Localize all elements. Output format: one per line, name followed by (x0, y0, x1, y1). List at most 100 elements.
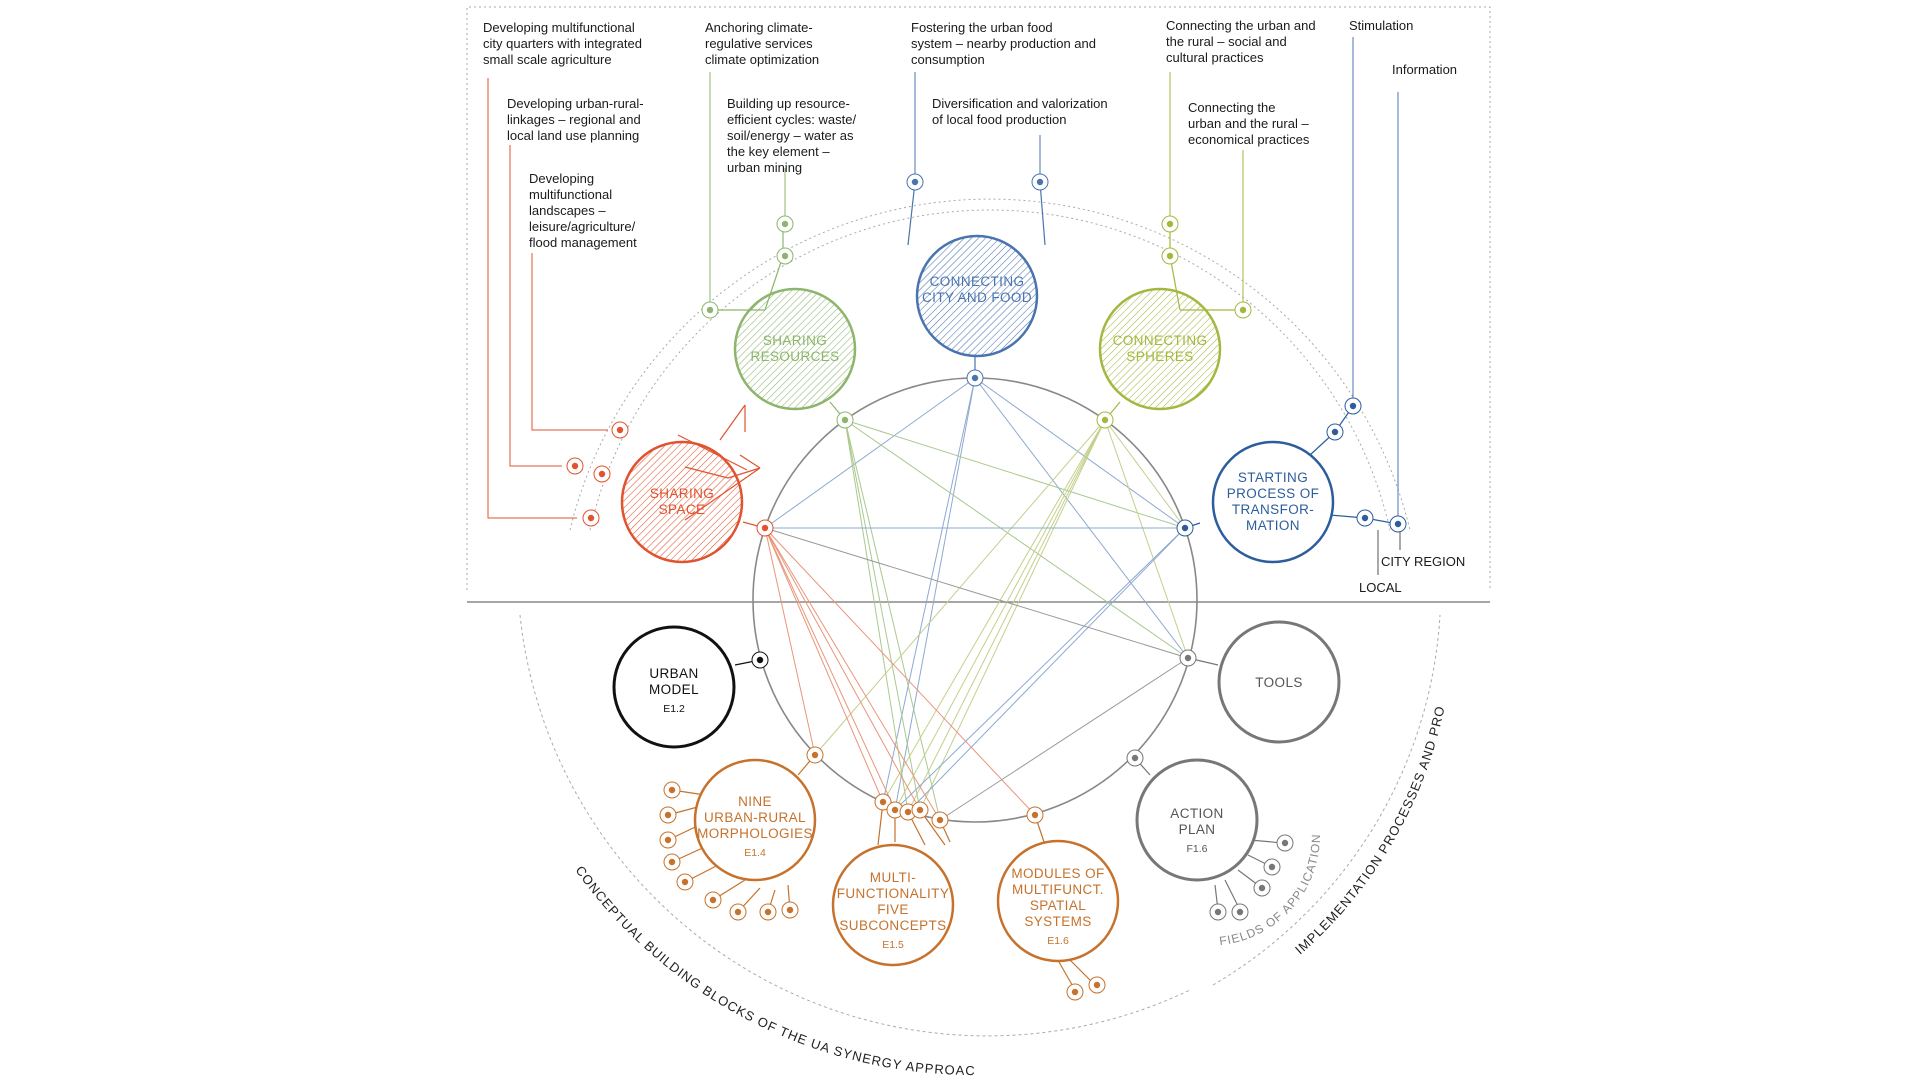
connector-dot-core (781, 220, 789, 228)
connector-dot-core (904, 808, 912, 816)
connector-dot-core (1031, 811, 1039, 819)
arc-city-region (569, 198, 1411, 531)
connector-dot-core (1281, 839, 1289, 847)
connector-dot-core (668, 858, 676, 866)
code-action-plan: F1.6 (1186, 843, 1207, 855)
connector-dot-core (756, 656, 764, 664)
connector-dot-core (598, 470, 606, 478)
connector-dot-core (1093, 981, 1101, 989)
annotation-a11: Information (1392, 62, 1457, 77)
connector-dot-core (1071, 988, 1079, 996)
connector-dot-core (668, 786, 676, 794)
code-urban-model: E1.2 (663, 703, 685, 715)
connector-dot-core (706, 306, 714, 314)
connector-dot-core (709, 896, 717, 904)
node-tools[interactable] (1217, 620, 1341, 744)
connector-dot-core (911, 178, 919, 186)
connector-dot-core (936, 816, 944, 824)
connector-dot-core (811, 751, 819, 759)
connector-dot-core (571, 462, 579, 470)
connector-dot-core (1361, 514, 1369, 522)
node-nine-morphologies[interactable] (693, 758, 817, 882)
connector-dot-core (1184, 654, 1192, 662)
leaders-black (1377, 530, 1401, 575)
annotation-a2: Developing urban-rural-linkages – region… (507, 96, 644, 143)
connector-dot-core (1268, 863, 1276, 871)
connector-dot-core (1101, 416, 1109, 424)
connector-dot-core (781, 252, 789, 260)
node-starting-process[interactable] (1211, 440, 1335, 564)
connector-dot-core (664, 836, 672, 844)
connector-dot-core (1239, 306, 1247, 314)
code-modules: E1.6 (1047, 935, 1069, 947)
node-sharing-resources[interactable] (733, 287, 857, 411)
connector-dot-core (761, 524, 769, 532)
scale-city-region: CITY REGION (1381, 554, 1465, 569)
node-connecting-spheres[interactable] (1098, 287, 1222, 411)
leaders-red (487, 78, 608, 519)
connector-dot-core (971, 374, 979, 382)
node-urban-model[interactable] (612, 625, 736, 749)
node-sharing-space[interactable] (620, 440, 744, 564)
connector-dot-core (1131, 754, 1139, 762)
connector-dot-core (879, 798, 887, 806)
connector-dot-core (841, 416, 849, 424)
connector-dot-core (916, 806, 924, 814)
connector-dot-core (1331, 428, 1339, 436)
connector-dot-core (1236, 908, 1244, 916)
connector-dot-core (764, 908, 772, 916)
connector-dot-core (891, 806, 899, 814)
connector-dot-core (1181, 524, 1189, 532)
connector-dots (566, 173, 1407, 1001)
connector-dot-core (734, 908, 742, 916)
connector-dot-core (1166, 220, 1174, 228)
annotation-a10: Stimulation (1349, 18, 1413, 33)
connector-dot-core (1036, 178, 1044, 186)
scale-local: LOCAL (1359, 580, 1402, 595)
connector-dot-core (1394, 520, 1402, 528)
connector-dot-core (786, 906, 794, 914)
node-multifunctionality[interactable] (831, 843, 955, 967)
node-action-plan[interactable] (1135, 758, 1259, 882)
connector-dot-core (1166, 252, 1174, 260)
node-circles (612, 234, 1341, 967)
connector-dot-core (587, 514, 595, 522)
connector-dot-core (1214, 908, 1222, 916)
connection-lines (764, 377, 1189, 821)
leaders-green (709, 72, 786, 308)
frame-top (466, 6, 1491, 590)
leaders-blue (914, 37, 1399, 520)
node-connecting-city-food[interactable] (915, 234, 1039, 358)
connector-dot-core (664, 811, 672, 819)
leaders-olive (1169, 72, 1244, 308)
node-modules[interactable] (996, 839, 1120, 963)
connector-dot-core (1258, 884, 1266, 892)
code-multifunctionality: E1.5 (882, 939, 904, 951)
code-nine-morphologies: E1.4 (744, 847, 766, 859)
annotation-a5: Building up resource-efficient cycles: w… (727, 96, 856, 175)
connector-dot-core (1349, 402, 1357, 410)
connector-dot-core (616, 426, 624, 434)
connector-dot-core (681, 878, 689, 886)
label-tools: TOOLS (1255, 675, 1303, 690)
